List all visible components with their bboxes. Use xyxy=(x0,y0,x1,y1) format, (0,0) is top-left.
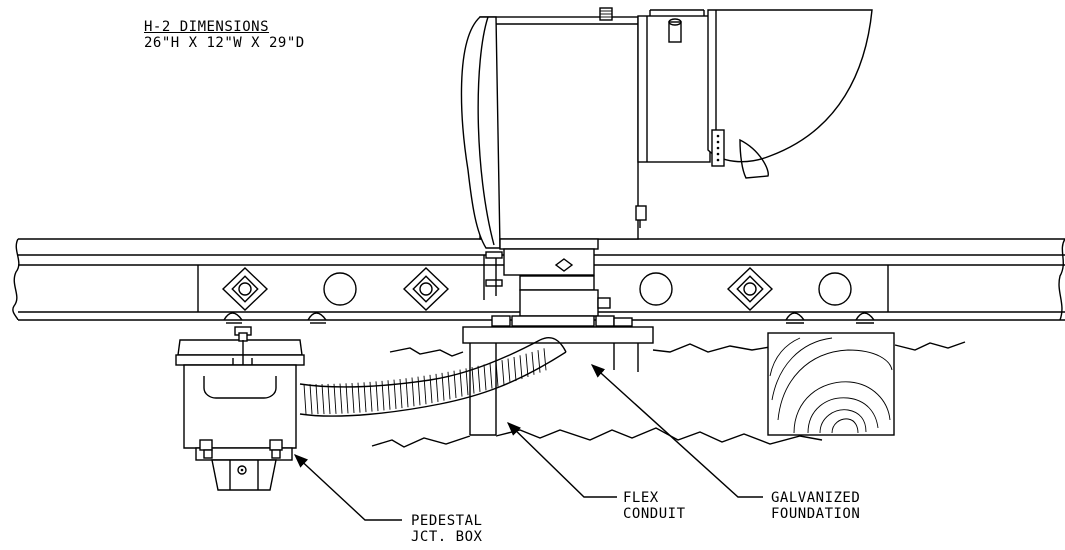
conduit-rib xyxy=(477,365,481,393)
joint-bar-bolts xyxy=(221,267,852,311)
conduit-rib xyxy=(357,382,361,413)
conduit-rib xyxy=(471,367,475,394)
conduit-rib xyxy=(381,380,385,411)
conduit-rib xyxy=(309,384,313,415)
conduit-rib xyxy=(507,358,511,384)
rail-tie xyxy=(767,332,895,436)
flex-label-line1: FLEX xyxy=(623,490,659,506)
conduit-rib xyxy=(387,380,391,410)
conduit-rib xyxy=(399,378,403,409)
conduit-rib xyxy=(531,351,535,375)
conduit-rib xyxy=(519,355,523,380)
conduit-rib xyxy=(495,361,499,387)
ground-lines xyxy=(371,341,966,448)
conduit-rib xyxy=(411,377,415,407)
foundation-label-line1: GALVANIZED xyxy=(771,490,861,506)
flex-label-line2: CONDUIT xyxy=(623,506,686,522)
conduit-rib xyxy=(465,368,469,396)
conduit-rib xyxy=(525,353,529,378)
pedestal-label-line2: JCT. BOX xyxy=(411,529,483,545)
conduit-rib xyxy=(423,375,427,405)
conduit-rib xyxy=(303,384,307,415)
conduit-rib xyxy=(333,383,337,414)
conduit-rib xyxy=(453,370,457,399)
conduit-rib xyxy=(447,371,451,400)
conduit-rib xyxy=(435,373,439,402)
conduit-rib xyxy=(339,383,343,414)
conduit-rib xyxy=(375,381,379,412)
pedestal-junction-box xyxy=(175,326,305,491)
conduit-rib xyxy=(483,364,487,391)
conduit-rib xyxy=(429,374,433,404)
galvanized-foundation xyxy=(462,326,654,436)
dimensions-size: 26"H X 12"W X 29"D xyxy=(144,35,305,51)
conduit-rib xyxy=(363,382,367,413)
conduit-rib xyxy=(543,348,547,371)
conduit-rib xyxy=(459,369,463,397)
conduit-rib xyxy=(345,383,349,414)
dimensions-title: H-2 DIMENSIONS xyxy=(144,19,270,35)
conduit-rib xyxy=(393,379,397,409)
conduit-rib xyxy=(369,381,373,412)
foundation-label-line2: FOUNDATION xyxy=(771,506,861,522)
detector-housing xyxy=(460,7,873,249)
conduit-rib xyxy=(351,383,355,414)
flex-conduit xyxy=(299,336,567,417)
conduit-rib xyxy=(537,350,541,373)
conduit-rib xyxy=(417,376,421,406)
conduit-rib xyxy=(513,356,517,382)
mount-bracket xyxy=(483,238,633,327)
conduit-rib xyxy=(405,378,409,408)
conduit-rib xyxy=(315,384,319,415)
conduit-rib xyxy=(501,360,505,385)
conduit-rib xyxy=(327,383,331,415)
rail-clips xyxy=(223,312,875,324)
conduit-rib xyxy=(489,363,493,389)
conduit-rib xyxy=(321,384,325,415)
pedestal-label-line1: PEDESTAL xyxy=(411,513,483,529)
callout-leaders xyxy=(293,364,763,521)
conduit-rib xyxy=(441,372,445,401)
